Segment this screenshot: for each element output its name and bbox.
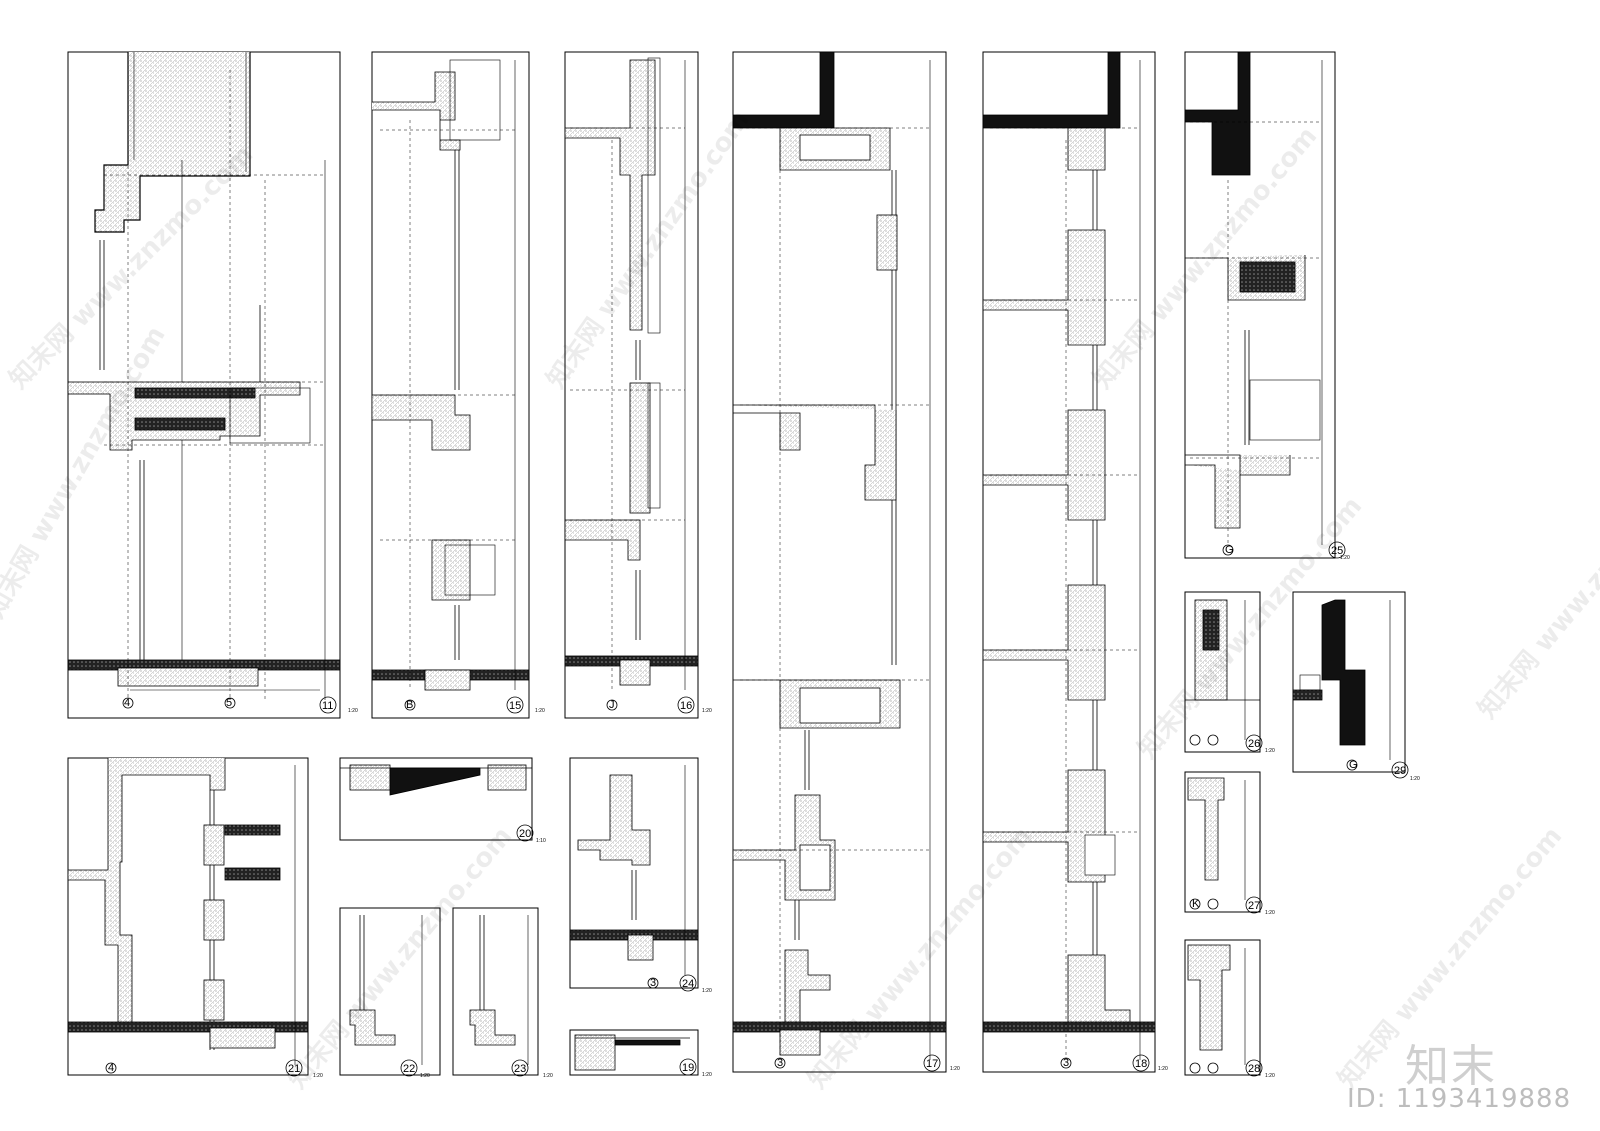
detail-19-scale: 1:20 [702,1072,712,1078]
detail-22-scale: 1:20 [420,1073,430,1079]
detail-20-number: 20 [519,828,531,840]
detail-25 [1184,51,1346,559]
detail-17-scale: 1:20 [950,1066,960,1072]
detail-27-number: 27 [1248,900,1260,912]
detail-20-scale: 1:10 [536,838,546,844]
detail-23-scale: 1:20 [543,1073,553,1079]
detail-19-number: 19 [682,1062,694,1074]
detail-11 [67,51,341,719]
detail-27-scale: 1:20 [1265,910,1275,916]
detail-28-number: 28 [1248,1063,1260,1075]
detail-15-scale: 1:20 [535,708,545,714]
svg-text:G: G [1349,759,1358,771]
detail-21-number: 21 [288,1063,300,1075]
detail-26 [1184,591,1263,753]
svg-text:3: 3 [777,1057,783,1069]
watermark-layer: 知末网 www.znzmo.com 知末网 www.znzmo.com 知末网 … [0,105,1600,1094]
svg-text:知末网 www.znzmo.com: 知末网 www.znzmo.com [802,821,1038,1094]
detail-19 [569,1029,699,1076]
detail-18-number: 18 [1135,1058,1147,1070]
detail-25-number: 25 [1331,545,1343,557]
detail-29 [1292,591,1409,779]
svg-text:3: 3 [1063,1057,1069,1069]
detail-17-number: 17 [926,1058,938,1070]
svg-text:知末网 www.znzmo.com: 知末网 www.znzmo.com [1472,451,1600,724]
svg-text:G: G [1225,544,1234,556]
detail-24-number: 24 [682,978,694,990]
detail-11-scale: 1:20 [348,708,358,714]
detail-16 [564,51,699,719]
detail-21 [67,757,309,1077]
detail-labels: 11 1:20 4 5 15 1:20 B 16 1:20 J 17 1:20 … [108,544,1420,1079]
detail-18-scale: 1:20 [1158,1066,1168,1072]
detail-23-number: 23 [514,1063,526,1075]
svg-text:B: B [406,699,413,711]
detail-25-scale: 1:20 [1340,555,1350,561]
detail-29-scale: 1:20 [1410,776,1420,782]
detail-20 [339,757,534,842]
detail-18 [982,51,1156,1073]
detail-17 [732,51,947,1073]
watermark-id: ID: 1193419888 [1347,1084,1572,1114]
detail-24-scale: 1:20 [702,988,712,994]
detail-22 [339,907,441,1077]
detail-26-scale: 1:20 [1265,748,1275,754]
detail-16-number: 16 [680,700,692,712]
detail-28-scale: 1:20 [1265,1073,1275,1079]
detail-26-number: 26 [1248,738,1260,750]
detail-16-scale: 1:20 [702,708,712,714]
svg-text:5: 5 [226,697,232,709]
svg-text:知末网 www.znzmo.com: 知末网 www.znzmo.com [282,821,518,1094]
svg-text:J: J [609,699,615,711]
detail-23 [452,907,539,1077]
detail-11-number: 11 [322,700,333,712]
svg-text:4: 4 [124,697,130,709]
detail-15-number: 15 [509,700,521,712]
svg-text:3: 3 [650,977,656,989]
svg-text:K: K [1192,898,1200,910]
detail-22-number: 22 [403,1063,415,1075]
watermark-brand: 知末 [1405,1041,1497,1092]
detail-27 [1184,771,1263,914]
detail-21-scale: 1:20 [313,1073,323,1079]
detail-29-number: 29 [1394,765,1406,777]
detail-15 [371,51,530,719]
detail-24 [569,757,699,992]
detail-28 [1184,939,1263,1077]
svg-text:4: 4 [108,1062,114,1074]
